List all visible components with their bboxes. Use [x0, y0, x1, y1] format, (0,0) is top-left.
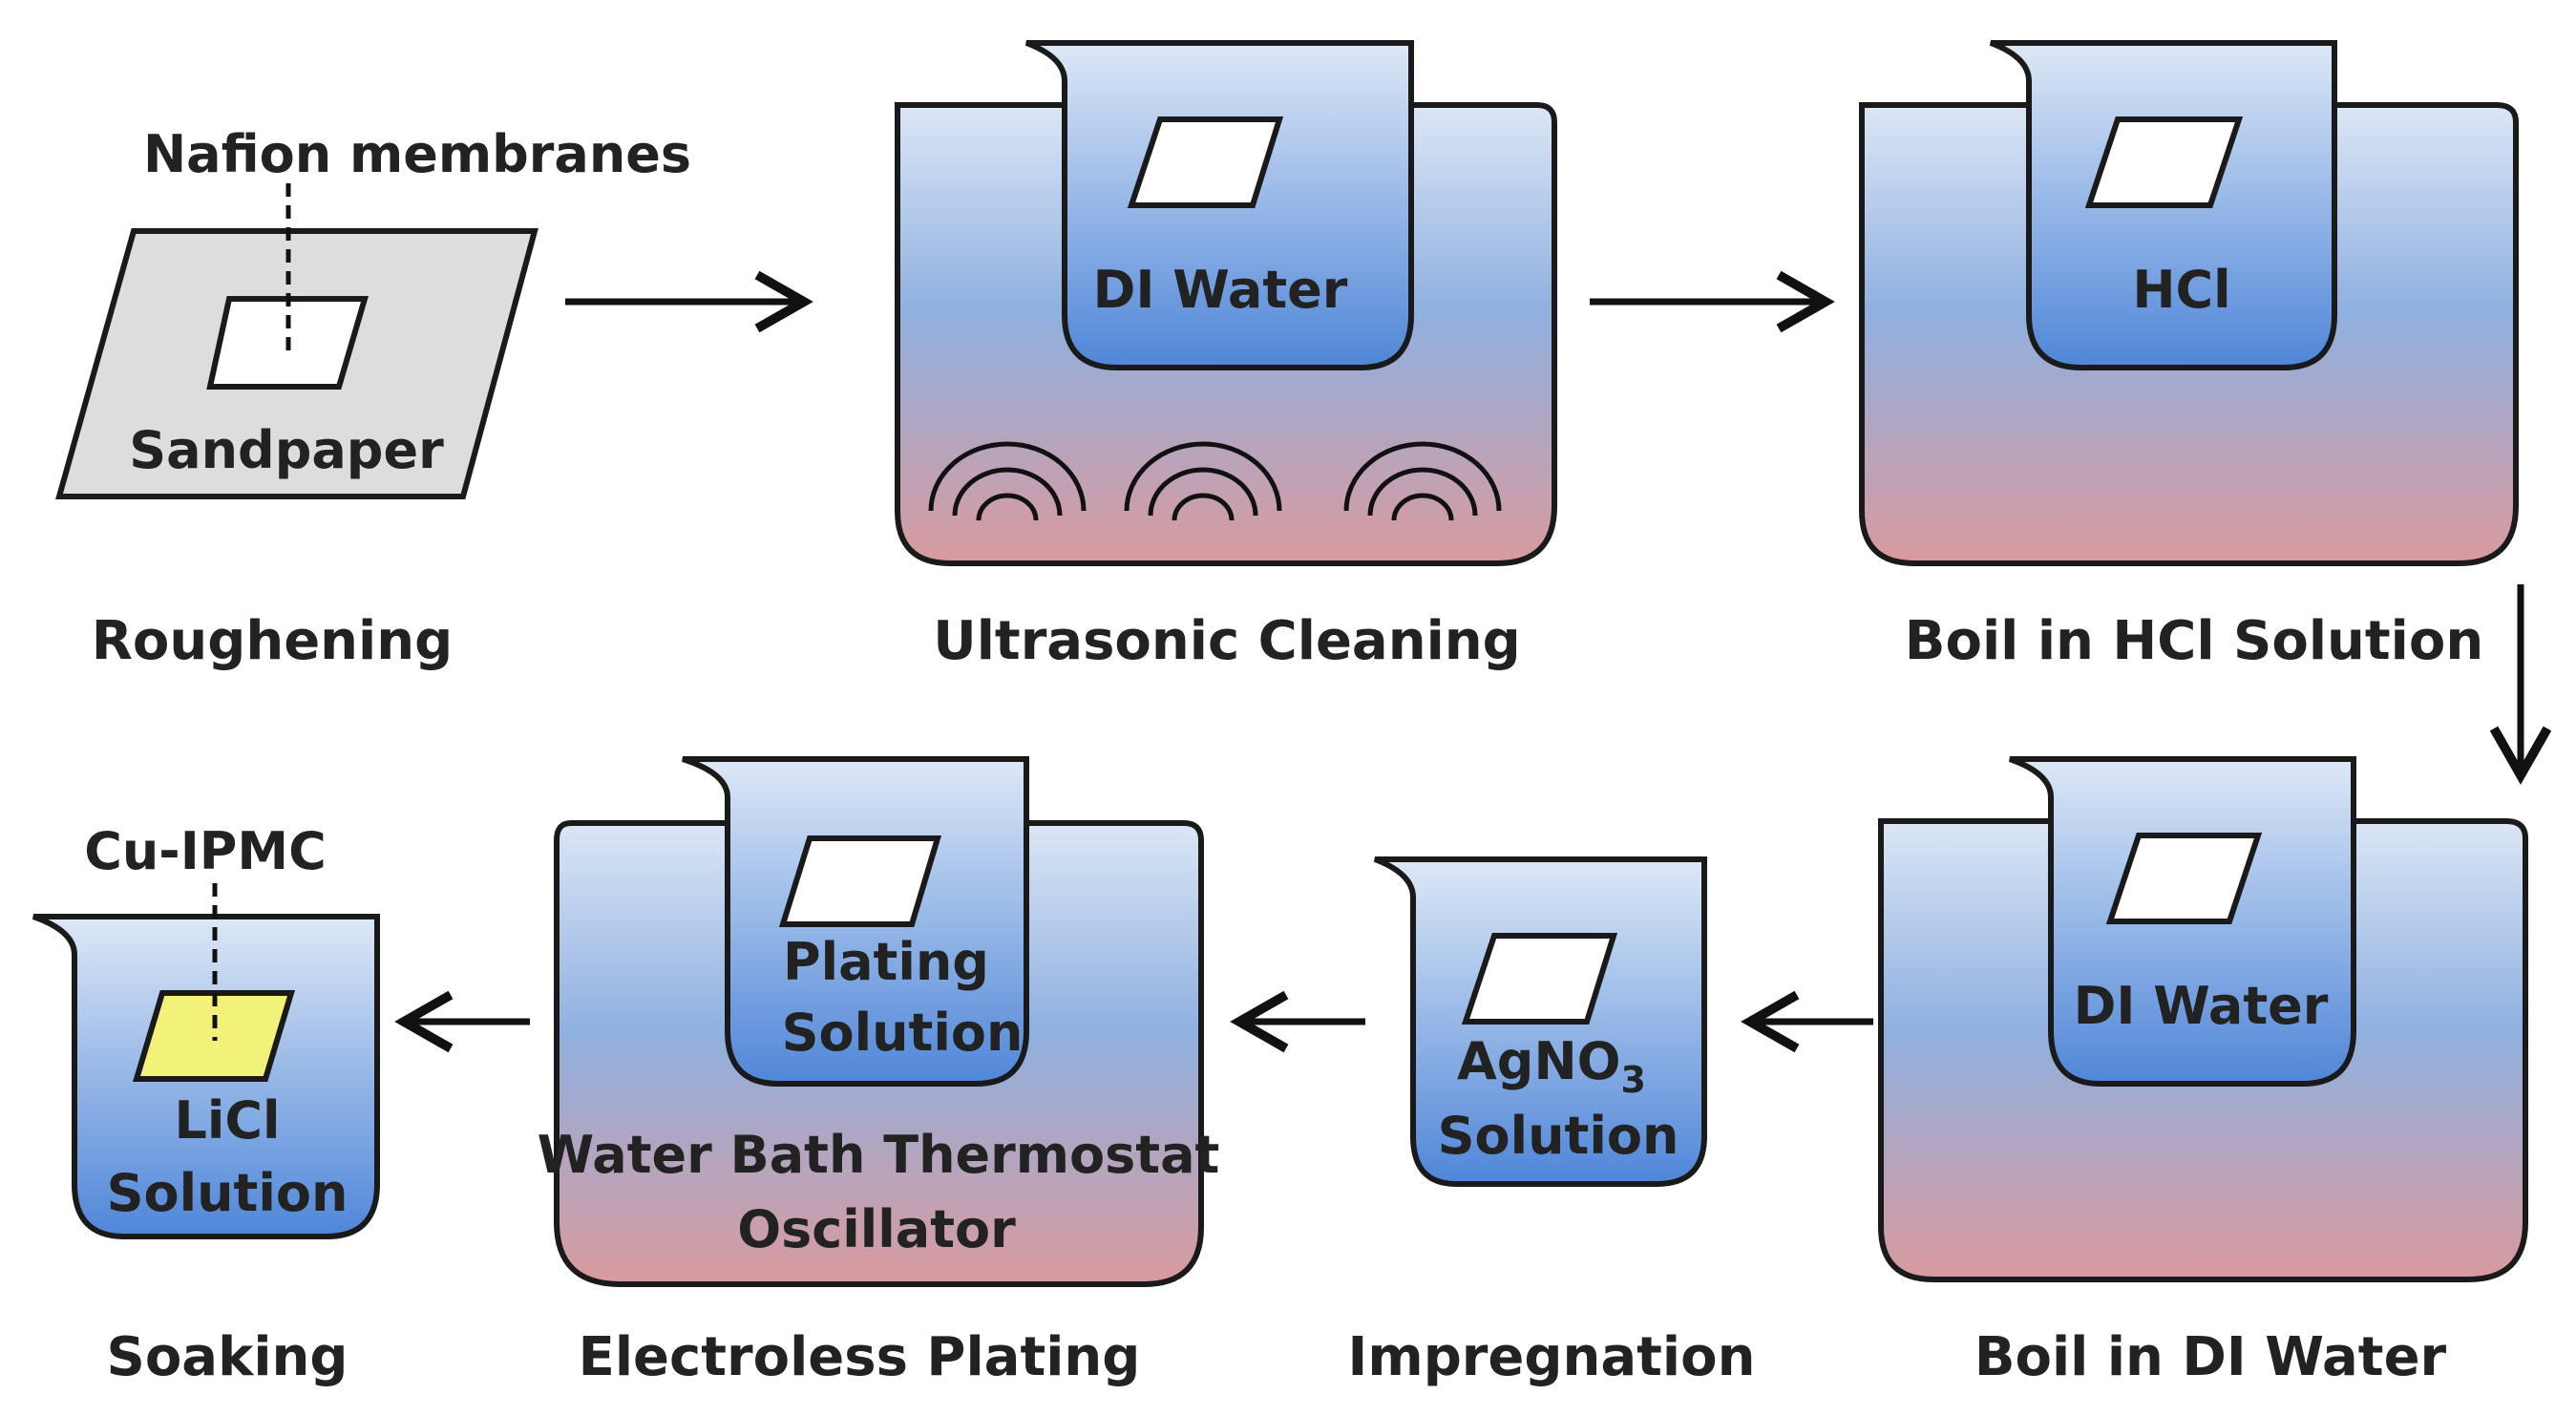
step-caption-roughening: Roughening	[92, 610, 453, 672]
membrane-in-beaker	[778, 835, 942, 927]
step-caption-soaking: Soaking	[107, 1326, 348, 1388]
sandpaper-label: Sandpaper	[129, 420, 444, 480]
beaker-label-hcl: HCl	[2132, 260, 2230, 320]
agno3-subscript: 3	[1621, 1059, 1646, 1101]
plating-label-line2: Solution	[782, 1003, 1024, 1063]
beaker-label-di-water: DI Water	[1093, 260, 1348, 320]
membrane-in-beaker	[2105, 833, 2263, 924]
cu-ipmc-callout: Cu-IPMC	[84, 821, 327, 881]
soaking-step: Cu-IPMC LiCl Solution Soaking	[32, 821, 380, 1388]
membrane-in-beaker	[1461, 933, 1618, 1025]
roughening-step: Nafion membranes Sandpaper Roughening	[55, 124, 691, 672]
cu-ipmc-membrane	[132, 990, 296, 1082]
bath-label-line2: Oscillator	[737, 1199, 1016, 1259]
bath-label-line1: Water Bath Thermostat	[538, 1125, 1220, 1185]
step-caption-ultrasonic: Ultrasonic Cleaning	[933, 610, 1520, 672]
beaker-label-di-water: DI Water	[2074, 976, 2329, 1036]
licl-label-line2: Solution	[107, 1163, 348, 1223]
step-caption-impregnation: Impregnation	[1348, 1326, 1756, 1388]
agno3-solution-label: Solution	[1438, 1106, 1679, 1166]
impregnation-step: AgNO3 Solution Impregnation	[1348, 856, 1756, 1388]
step-caption-boil-hcl: Boil in HCl Solution	[1905, 610, 2483, 672]
membrane-in-beaker	[2084, 116, 2244, 208]
step-caption-electroless: Electroless Plating	[579, 1326, 1141, 1388]
step-caption-boil-di: Boil in DI Water	[1974, 1326, 2447, 1388]
boil-hcl-step: HCl Boil in HCl Solution	[1859, 40, 2519, 672]
electroless-plating-step: Plating Solution Water Bath Thermostat O…	[538, 756, 1220, 1388]
agno3-main: AgNO	[1457, 1031, 1621, 1091]
ultrasonic-step: DI Water Ultrasonic Cleaning	[895, 40, 1557, 672]
licl-label-line1: LiCl	[174, 1090, 280, 1151]
nafion-membranes-callout: Nafion membranes	[143, 124, 691, 184]
plating-label-line1: Plating	[783, 932, 989, 992]
ultrasonic-waves-icon	[928, 441, 1502, 521]
agno3-label: AgNO3	[1457, 1031, 1646, 1101]
membrane-in-beaker	[1127, 116, 1284, 208]
boil-di-step: DI Water Boil in DI Water	[1878, 756, 2528, 1388]
